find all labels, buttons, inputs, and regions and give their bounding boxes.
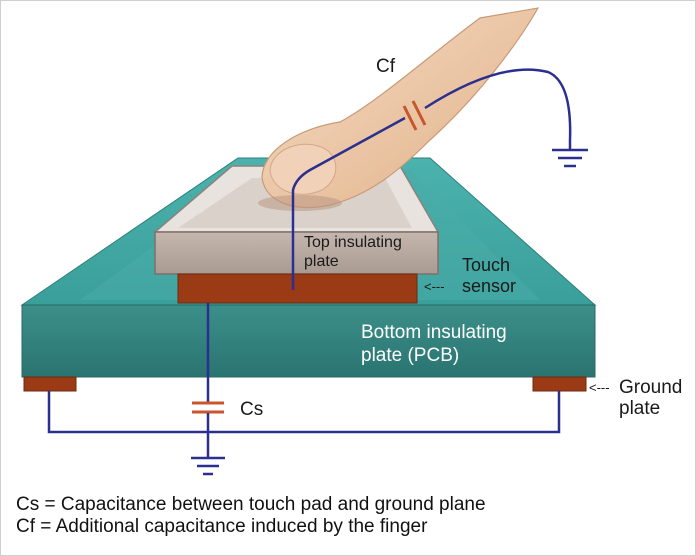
top-plate-label-line1: Top insulating	[304, 234, 402, 251]
touch-sensor-label-line2: sensor	[462, 276, 517, 296]
cf-capacitor-plate-1	[402, 105, 418, 131]
ground-plate-right	[532, 376, 587, 392]
ground-symbol-bottom	[191, 456, 225, 476]
ground-plate-arrow: <---	[589, 380, 610, 395]
touch-sensor-label-line1: Touch	[462, 255, 511, 275]
pcb-front-face	[21, 304, 596, 378]
finger-wire	[291, 116, 406, 290]
legend-cs-definition: Cs = Capacitance between touch pad and g…	[16, 494, 486, 515]
cs-label: Cs	[240, 399, 264, 420]
touch-sensor-arrow: <---	[424, 279, 445, 294]
cf-label: Cf	[376, 56, 395, 77]
cf-capacitor-plate-2	[411, 100, 427, 126]
finger-contact-shadow	[258, 195, 342, 211]
ground-plate-label-line1: Ground	[619, 377, 683, 398]
touch-sensor-plate	[177, 273, 418, 304]
glass-tray-front	[154, 231, 439, 275]
ground-symbol-top	[552, 148, 588, 168]
legend-cf-definition: Cf = Additional capacitance induced by t…	[16, 516, 428, 537]
fingernail	[269, 143, 337, 195]
bottom-plate-label-line2: plate (PCB)	[361, 345, 460, 366]
bottom-plate-label-line1: Bottom insulating	[361, 322, 507, 343]
ground-plate-label-line2: plate	[619, 398, 661, 419]
cf-to-ground-wire	[424, 68, 572, 150]
ground-plate-wire	[47, 391, 561, 434]
ground-plate-left	[23, 376, 77, 392]
top-plate-label-line2: plate	[304, 253, 339, 270]
